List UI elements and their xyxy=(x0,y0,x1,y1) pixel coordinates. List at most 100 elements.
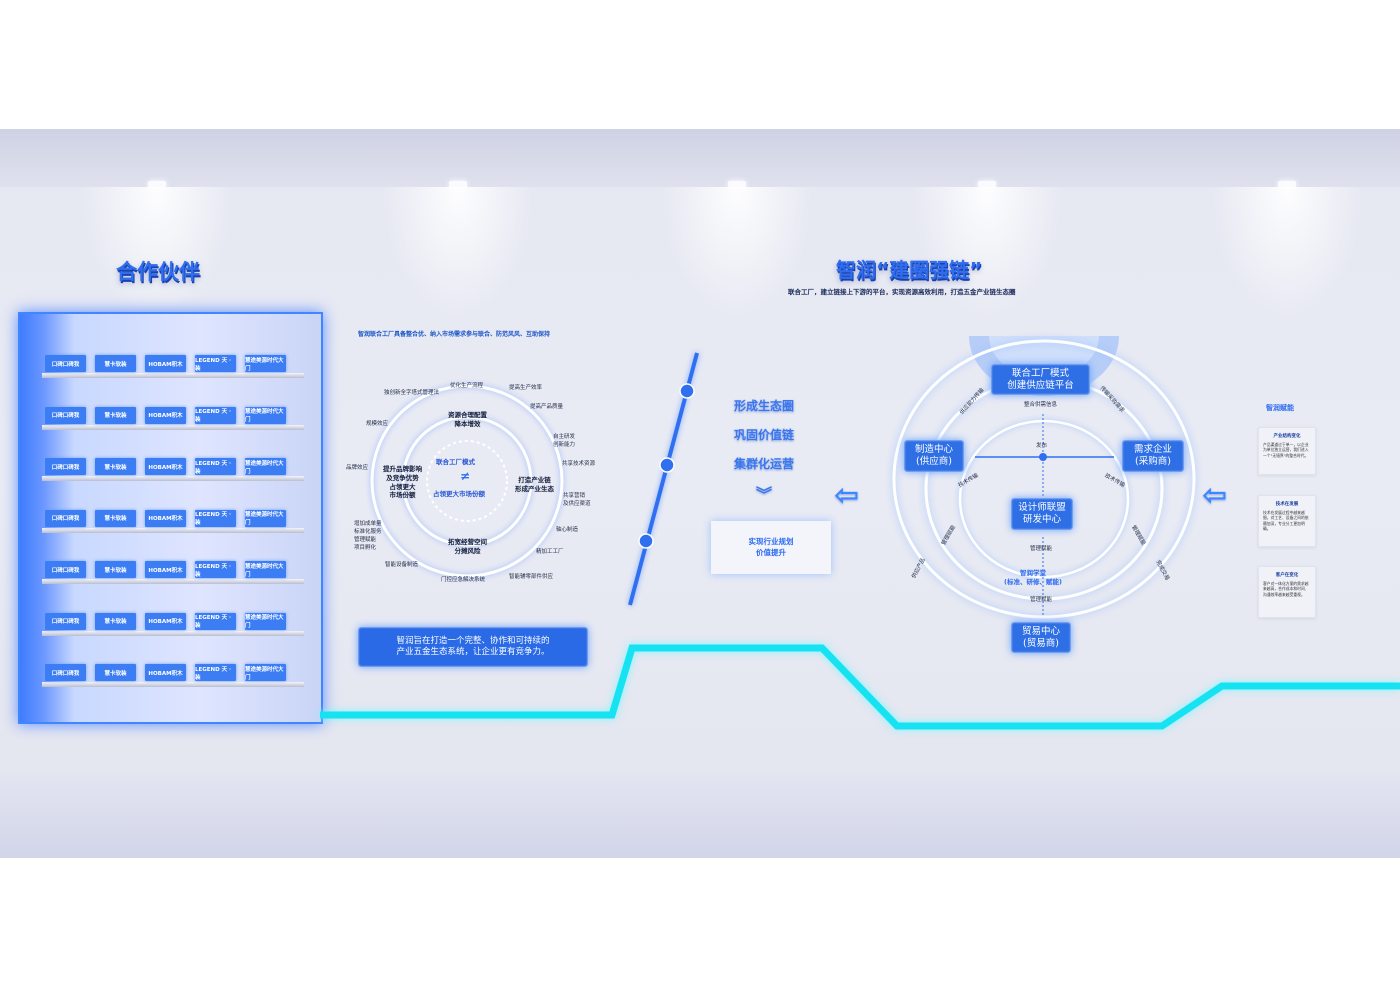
cycle-outer-label: 共享营销 及供应渠道 xyxy=(563,493,591,507)
partner-logo: 慧卡软装 xyxy=(95,458,136,475)
floor xyxy=(0,777,1400,858)
middle-line-1: 形成生态圈 xyxy=(734,399,795,413)
cycle-outer-label: 规模效应 xyxy=(366,421,389,427)
center-caption: 发布 xyxy=(1036,443,1048,449)
cycle-outer-label: 优化生产流程 xyxy=(450,383,484,389)
inner-left: 提升品牌影响 及竞争优势 占领更大 市场份额 xyxy=(383,465,422,500)
partner-logo: 口碑口碑我 xyxy=(45,664,86,681)
partner-logo: 慧途美源时代大门 xyxy=(245,458,286,475)
spotlight xyxy=(978,181,996,188)
spotlight xyxy=(728,181,746,188)
partner-logo: 慧卡软装 xyxy=(95,406,136,424)
partner-logo: 慧途美源时代大门 xyxy=(245,664,286,681)
shelf xyxy=(42,424,304,430)
demand-box: 需求企业 (采购商) xyxy=(1122,440,1184,472)
partner-logo: 口碑口碑我 xyxy=(45,355,86,372)
partner-logo: 慧途美源时代大门 xyxy=(245,612,286,630)
partner-logo: 慧卡软装 xyxy=(95,664,136,681)
note-heading: 产业结构变化 xyxy=(1273,434,1301,439)
partner-logo: LEGEND 天 · 装 xyxy=(195,561,236,578)
platform-box: 联合工厂模式 创建供应链平台 xyxy=(991,364,1090,395)
partner-logo: HOBAM积木 xyxy=(145,612,186,630)
left-arrow-icon: ⇦ xyxy=(834,478,860,513)
manufacturing-box: 制造中心 (供应商) xyxy=(904,440,964,472)
partner-logo: HOBAM积木 xyxy=(145,458,186,475)
light-beam xyxy=(378,187,538,327)
note-card: 产业结构变化 产品渠道过于单一，以企业为单位独立运营，我们进入一个"无墙界"的整… xyxy=(1258,427,1316,475)
partner-logo: 口碑口碑我 xyxy=(45,458,86,475)
manage-caption-top: 管理赋能 xyxy=(1030,546,1053,552)
inner-bottom: 拓宽经营空间 分摊风险 xyxy=(448,538,487,555)
partner-logo: 慧途美源时代大门 xyxy=(245,509,286,527)
partner-logo: LEGEND 天 · 装 xyxy=(195,406,236,424)
cycle-outer-label: 提高产品质量 xyxy=(530,404,564,410)
inner-right: 打造产业链 形成产业生态 xyxy=(515,476,554,493)
partner-logo: HOBAM积木 xyxy=(145,664,186,681)
result-text: 实现行业规划 价值提升 xyxy=(748,537,794,557)
partner-logo: HOBAM积木 xyxy=(145,406,186,424)
manage-caption-bottom: 管理赋能 xyxy=(1030,597,1053,603)
partner-logo: 慧途美源时代大门 xyxy=(245,355,286,372)
partner-logo: LEGEND 天 · 装 xyxy=(195,458,236,475)
partner-logo: LEGEND 天 · 装 xyxy=(195,664,236,681)
light-beam xyxy=(77,187,237,327)
cycle-outer-label: 门控应急解决系统 xyxy=(441,577,486,583)
partner-logo: 慧途美源时代大门 xyxy=(245,561,286,578)
partner-logo: 口碑口碑我 xyxy=(45,406,86,424)
middle-line-2: 巩固价值链 xyxy=(734,428,795,442)
timeline-slash xyxy=(628,352,699,606)
note-heading: 技术在发展 xyxy=(1275,502,1299,507)
cycle-outer-label: 轴心制造 xyxy=(556,527,579,533)
cycle-outer-label: 提高生产效率 xyxy=(509,385,543,391)
cyan-path-line xyxy=(320,644,1400,730)
shelf xyxy=(42,579,304,584)
partner-logo: LEGEND 天 · 装 xyxy=(195,612,236,630)
cycle-outer-label: 智能辅零部件供应 xyxy=(509,574,554,580)
result-box: 实现行业规划 价值提升 xyxy=(711,521,831,574)
spotlight xyxy=(148,181,166,188)
note-text: 技术在发展过程中越来越细，对工艺、设备之间的依赖加深，专业分工更加明确。 xyxy=(1263,510,1309,531)
note-card: 技术在发展 技术在发展过程中越来越细，对工艺、设备之间的依赖加深，专业分工更加明… xyxy=(1258,495,1316,547)
center-symbol: ≠ xyxy=(460,469,471,483)
center-bottom: 占领更大市场份额 xyxy=(433,490,485,498)
shelf xyxy=(42,373,304,378)
cycle-outer-label: 独创新全字塔式管理法 xyxy=(384,390,440,396)
cycle-diagram xyxy=(370,384,564,578)
partner-logo: 口碑口碑我 xyxy=(45,612,86,630)
spotlight xyxy=(1278,181,1296,188)
partner-logo: HOBAM积木 xyxy=(145,561,186,578)
cycle-outer-label: 精加工工厂 xyxy=(536,549,564,555)
light-beam xyxy=(907,187,1067,327)
light-beam xyxy=(1207,187,1367,327)
partner-logo: HOBAM积木 xyxy=(145,509,186,527)
cycle-outer-label: 增加成单量 标准化服务 管理赋能 项目孵化 xyxy=(354,521,382,551)
partner-logo: 慧途美源时代大门 xyxy=(245,406,286,424)
note-card: 客户在变化 客户对一体化方案的需求越来越高，合作成本和时间、沟通效率越来越受重视… xyxy=(1258,566,1316,618)
shelf xyxy=(42,476,304,481)
left-arrow-icon: ⇦ xyxy=(1202,478,1228,513)
partner-logo: 口碑口碑我 xyxy=(45,509,86,527)
middle-line-3: 集群化运营 xyxy=(734,457,795,471)
partner-logo: 口碑口碑我 xyxy=(45,561,86,578)
light-beam xyxy=(657,187,817,327)
shelf xyxy=(42,682,304,687)
note-heading: 客户在变化 xyxy=(1275,573,1299,578)
trade-center-box: 贸易中心 (贸易商) xyxy=(1011,622,1071,653)
shelf xyxy=(42,630,304,636)
design-center-box: 设计师联盟 研发中心 xyxy=(1011,498,1073,530)
partner-logo: 慧卡软装 xyxy=(95,509,136,527)
ceiling xyxy=(0,129,1400,187)
partners-title: 合作伙伴 xyxy=(116,260,200,284)
top-caption: 整合供需信息 xyxy=(1024,402,1058,408)
partner-logo: 慧卡软装 xyxy=(95,612,136,630)
partner-logo: HOBAM积木 xyxy=(145,355,186,372)
right-panel-subtitle: 联合工厂，建立链接上下游的平台，实现资源高效利用，打造五金产业链生态圈 xyxy=(788,288,1016,296)
summary-box: 智润旨在打造一个完整、协作和可持续的 产业五金生态系统，让企业更有竞争力。 xyxy=(358,627,588,667)
spotlight xyxy=(449,181,467,188)
cycle-outer-label: 共享技术资源 xyxy=(562,461,596,467)
inner-top: 资源合理配置 降本增效 xyxy=(448,411,487,428)
center-top: 联合工厂模式 xyxy=(436,458,475,466)
note-text: 客户对一体化方案的需求越来越高，合作成本和时间、沟通效率越来越受重视。 xyxy=(1263,581,1309,597)
partner-logo: 慧卡软装 xyxy=(95,561,136,578)
